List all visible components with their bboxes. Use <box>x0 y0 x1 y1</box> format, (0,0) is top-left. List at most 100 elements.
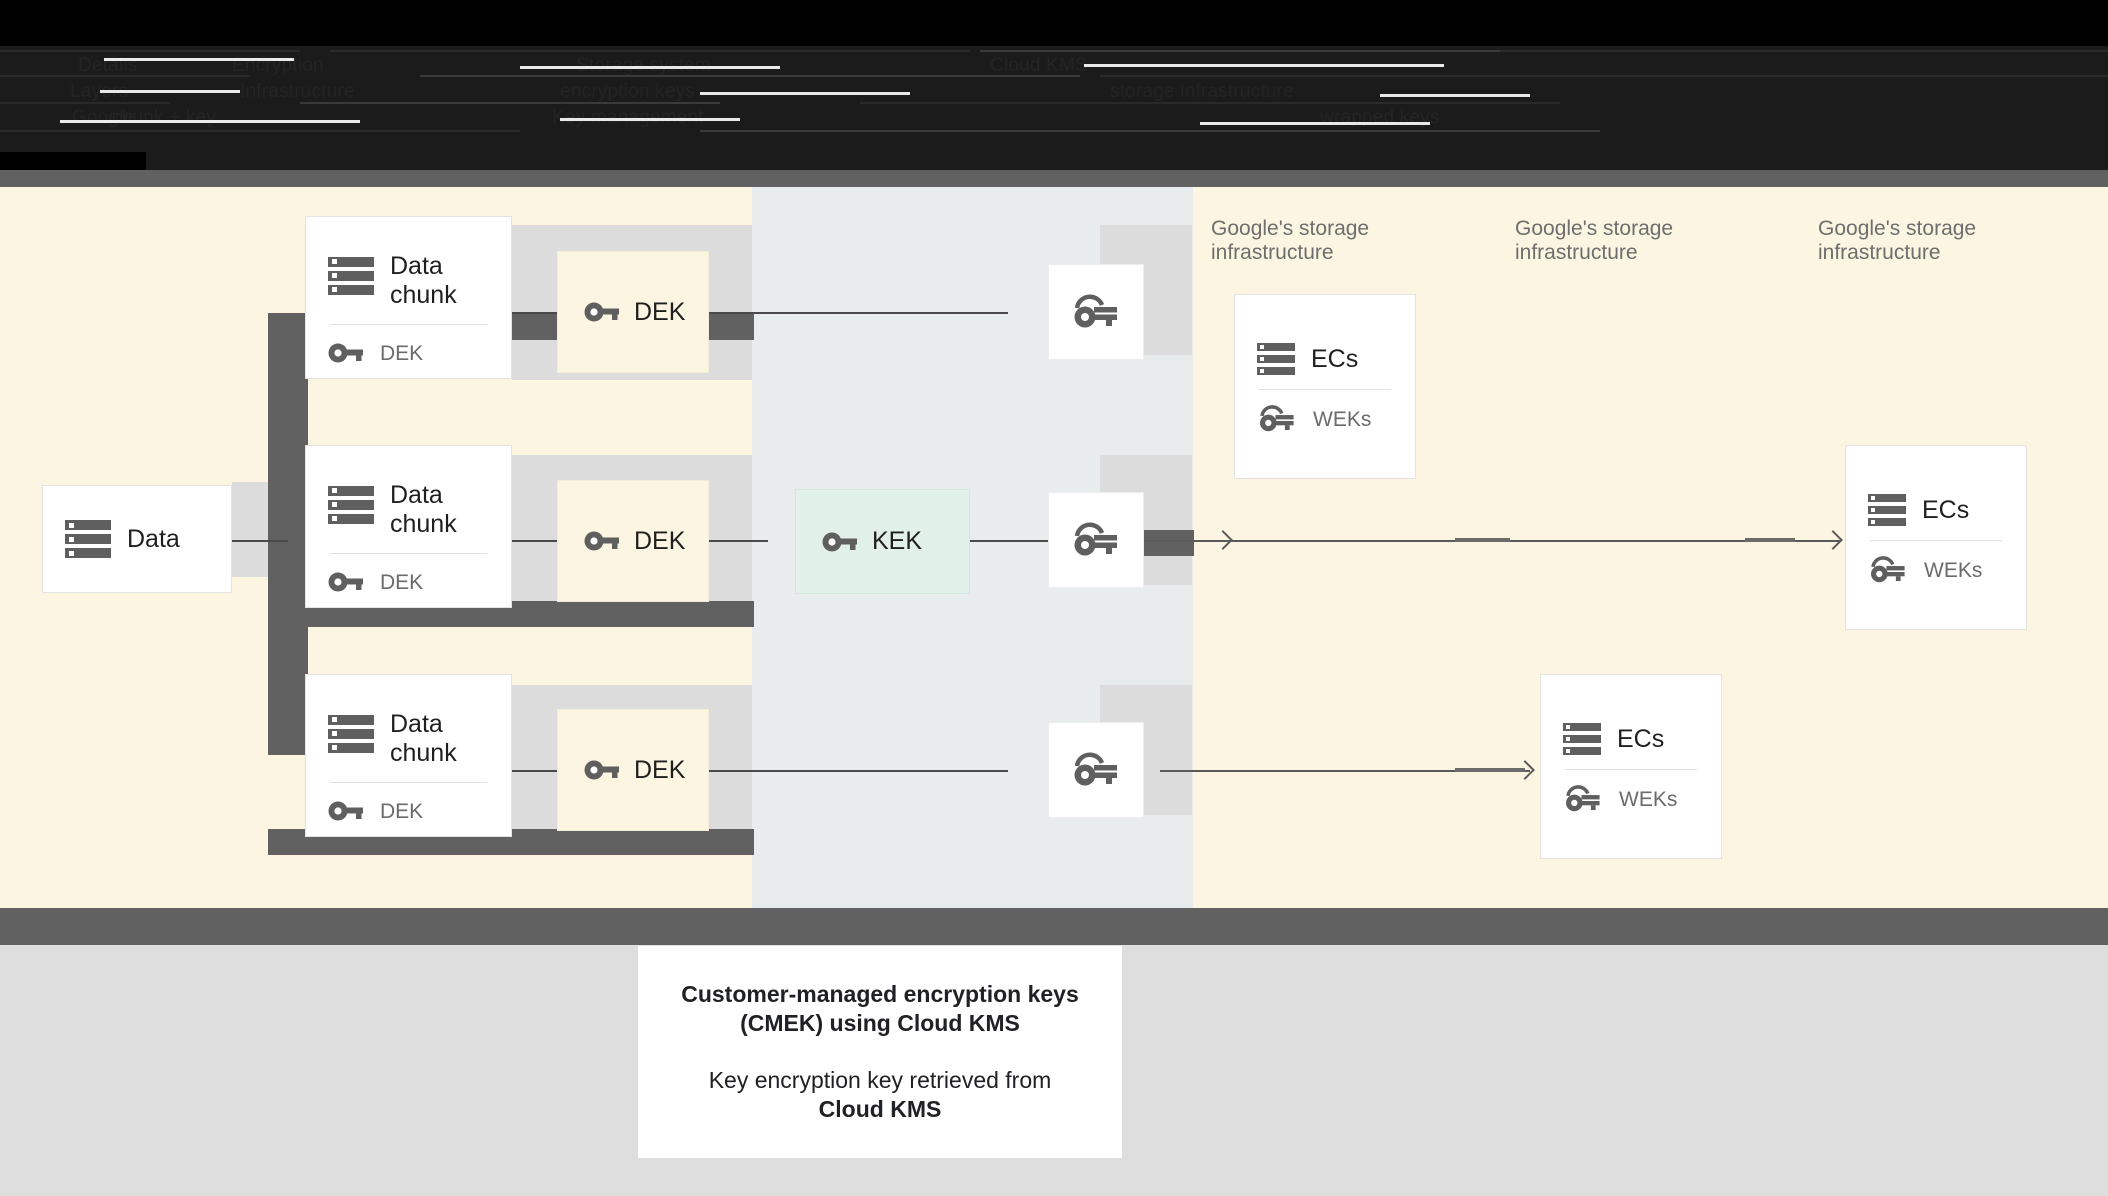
chunk-1-head: Data chunk <box>306 228 511 310</box>
arrow-line-ec2-thick <box>1455 538 1510 542</box>
connector-kek-to-wek2 <box>968 540 1070 542</box>
ecs-3-key-label: WEKs <box>1619 787 1678 811</box>
infra-label-2: Google's storage infrastructure <box>1515 217 1674 264</box>
header-left-shelf <box>0 152 146 170</box>
arrow-line-ec3 <box>1160 770 1530 772</box>
chip-kek[interactable]: KEK <box>795 489 970 594</box>
connector-dek1-to-wek <box>708 312 1008 314</box>
caption-body: Key encryption key retrieved from Cloud … <box>709 1066 1052 1124</box>
key-icon <box>584 760 619 780</box>
ecs-2-key-label: WEKs <box>1924 558 1983 582</box>
chunk-3-title: Data chunk <box>390 710 457 768</box>
wrapped-key-icon <box>1260 405 1294 432</box>
header-fragment: Infrastructure <box>240 81 355 102</box>
arrow-head-ec2 <box>1823 530 1843 550</box>
card-wrapped-key-3[interactable] <box>1048 722 1144 818</box>
caption-title-line1: Customer-managed encryption keys <box>681 981 1079 1007</box>
header-fragment: wrapped keys <box>1320 107 1440 128</box>
chunk-2-divider <box>330 552 487 554</box>
infra-label-3: Google's storage infrastructure <box>1818 217 1977 264</box>
card-wrapped-key-2[interactable] <box>1048 492 1144 588</box>
ecs-3-title: ECs <box>1617 724 1665 753</box>
database-icon <box>328 714 374 753</box>
chunk-3-title-line1: Data <box>390 709 443 738</box>
chip-dek-2-label: DEK <box>634 526 686 555</box>
connector-dek2-to-kek <box>708 540 768 542</box>
chunk-1-divider <box>330 323 487 325</box>
bottom-separator-bar <box>0 908 2108 945</box>
connector-chunk1-to-dek <box>510 312 580 314</box>
chunk-1-key-row: DEK <box>306 339 511 368</box>
chunk-3-head: Data chunk <box>306 686 511 768</box>
ecs-3-divider <box>1565 769 1697 770</box>
key-icon <box>328 572 363 592</box>
card-ecs-2[interactable]: ECs WEKs <box>1845 445 2027 630</box>
wrapped-key-icon <box>1566 785 1600 812</box>
chunk-1-title-line1: Data <box>390 251 443 280</box>
card-wrapped-key-1[interactable] <box>1048 264 1144 360</box>
wrapped-key-icon <box>1074 752 1117 786</box>
connector-chunk2-to-dek <box>510 540 580 542</box>
ecs-1-key-label: WEKs <box>1313 407 1372 431</box>
chunk-3-title-line2: chunk <box>390 738 457 767</box>
database-icon <box>1257 343 1295 375</box>
chunk-3-divider <box>330 781 487 783</box>
infra-label-1: Google's storage infrastructure <box>1211 217 1370 264</box>
chunk-1-title-line2: chunk <box>390 280 457 309</box>
wrapped-key-icon <box>1074 522 1117 556</box>
chunk-2-key-label: DEK <box>380 570 424 594</box>
caption-title-line2: (CMEK) using Cloud KMS <box>740 1010 1020 1036</box>
header-fragment: encryption keys <box>560 81 696 102</box>
ecs-1-divider <box>1259 389 1391 390</box>
header-separator-bar <box>0 170 2108 187</box>
database-icon <box>328 485 374 524</box>
database-icon <box>1868 494 1906 526</box>
key-icon <box>584 302 619 322</box>
chunk-1-title: Data chunk <box>390 252 457 310</box>
card-ecs-1[interactable]: ECs WEKs <box>1234 294 1416 479</box>
card-data-row: Data <box>43 520 231 558</box>
header-fragment: Layers <box>70 81 129 102</box>
split-bracket-stem <box>268 313 308 755</box>
database-icon <box>328 256 374 295</box>
obscured-header-band: Details Layers Google Encryption Infrast… <box>0 0 2108 170</box>
header-fragment: Storage system <box>576 54 711 78</box>
ecs-2-head: ECs <box>1846 490 2026 526</box>
arrow-line-ec3-thick <box>1455 768 1525 772</box>
header-fragment: chunk + key <box>112 107 217 128</box>
header-top-black <box>0 0 2108 46</box>
chip-dek-1[interactable]: DEK <box>557 251 709 373</box>
card-data-chunk-1[interactable]: Data chunk DEK <box>305 216 512 379</box>
card-data-label: Data <box>127 524 180 553</box>
ecs-2-divider <box>1870 540 2002 541</box>
chunk-2-title-line1: Data <box>390 480 443 509</box>
header-fragment: Key management <box>552 106 704 130</box>
chip-dek-2[interactable]: DEK <box>557 480 709 602</box>
wrapped-key-icon <box>1074 294 1117 328</box>
chunk-3-key-row: DEK <box>306 797 511 826</box>
chunk-2-title: Data chunk <box>390 481 457 539</box>
header-fragment: Cloud KMS <box>990 55 1088 76</box>
caption-body-line2: Cloud KMS <box>818 1096 942 1122</box>
database-icon <box>1563 723 1601 755</box>
card-data-chunk-2[interactable]: Data chunk DEK <box>305 445 512 608</box>
chunk-2-head: Data chunk <box>306 457 511 539</box>
key-icon <box>328 801 363 821</box>
card-data[interactable]: Data <box>42 485 232 593</box>
card-ecs-3[interactable]: ECs WEKs <box>1540 674 1722 859</box>
chip-dek-1-label: DEK <box>634 297 686 326</box>
ecs-1-head: ECs <box>1235 339 1415 375</box>
header-text-noise: Details Layers Google Encryption Infrast… <box>0 46 2108 170</box>
caption-title: Customer-managed encryption keys (CMEK) … <box>681 980 1079 1038</box>
ecs-2-title: ECs <box>1922 495 1970 524</box>
diagram-canvas: Data Data chunk DEK <box>0 187 2108 908</box>
ecs-1-key-row: WEKs <box>1235 404 1415 434</box>
ecs-2-key-row: WEKs <box>1846 555 2026 585</box>
ecs-1-title: ECs <box>1311 344 1359 373</box>
chip-dek-3[interactable]: DEK <box>557 709 709 831</box>
arrow-line-ec2-thick2 <box>1745 538 1795 542</box>
card-data-chunk-3[interactable]: Data chunk DEK <box>305 674 512 837</box>
chunk-2-title-line2: chunk <box>390 509 457 538</box>
arrow-head-ec3 <box>1515 760 1535 780</box>
